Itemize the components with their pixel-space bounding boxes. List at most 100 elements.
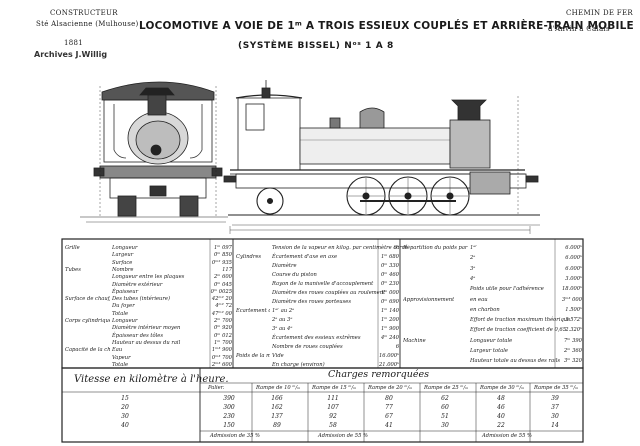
charges-cell: 92 bbox=[329, 413, 337, 420]
spec-mid-label: Diamètre des roues couplées au roulement bbox=[272, 290, 386, 296]
spec-right-group: Machine bbox=[403, 337, 426, 344]
spec-left-value: 1ᵐ³ 900 bbox=[211, 347, 232, 354]
spec-right-group: Approvisionnement bbox=[403, 296, 455, 303]
charges-admission: Admission de 55 % bbox=[482, 433, 532, 439]
charges-cell: 107 bbox=[327, 404, 339, 411]
spec-left-label: Diamètre extérieur bbox=[112, 281, 163, 288]
charges-cell: 60 bbox=[441, 404, 449, 411]
spec-right-label: Effort de traction coefficient de 0,65 bbox=[470, 327, 566, 334]
spec-left-group: Capacité de la chaudière bbox=[65, 347, 110, 354]
charges-cell: 30 bbox=[441, 422, 449, 429]
charges-cell: 39 bbox=[551, 395, 559, 402]
maker-label: CONSTRUCTEUR bbox=[50, 9, 118, 17]
spec-right-value: 6.000ᵏ bbox=[565, 245, 582, 251]
spec-left-label: Longueur entre les plaques bbox=[112, 274, 185, 281]
spec-right-value: 3ᵐ 320 bbox=[563, 358, 582, 365]
spec-left-label: Épaisseur des tôles bbox=[112, 332, 164, 339]
spec-mid-value: 0ᵐ 330 bbox=[380, 263, 399, 269]
spec-right-value: 1.500ᵏ bbox=[565, 306, 582, 313]
spec-right-value: 6.000ᵏ bbox=[565, 265, 582, 272]
spec-right-label: Hauteur totale au dessus des rails bbox=[470, 358, 561, 365]
side-elevation bbox=[223, 80, 540, 234]
spec-mid-value: 0ᵐ 690 bbox=[380, 299, 399, 305]
spec-left-value: 0ᵐ 850 bbox=[213, 252, 232, 259]
spec-left-value: 1ᵐ 700 bbox=[213, 339, 232, 346]
spec-left-label: Totale bbox=[112, 310, 129, 317]
charges-cell: 77 bbox=[385, 404, 393, 411]
spec-mid-value: 0ᵐ 460 bbox=[380, 272, 399, 278]
charges-col-header: Rampe de 15 ᵐ/ₘ bbox=[312, 385, 357, 391]
spec-left-label: Des tubes (intérieure) bbox=[112, 296, 170, 303]
charges-col-header: Rampe de 30 ᵐ/ₘ bbox=[480, 385, 525, 391]
spec-left-label: Longueur bbox=[112, 245, 138, 251]
charges-cell: 166 bbox=[271, 395, 283, 402]
spec-left-value: 42ᵐ² 20 bbox=[211, 296, 232, 303]
charges-cell: 67 bbox=[385, 413, 393, 420]
charges-cell: 40 bbox=[497, 413, 505, 420]
spec-right-value: 6.000ᵏ bbox=[565, 255, 582, 262]
railway-label: CHEMIN DE FER bbox=[566, 9, 633, 17]
spec-right-label: Effort de traction maximum théorique bbox=[470, 317, 571, 324]
spec-left-label: Nombre bbox=[112, 266, 134, 273]
spec-left-value: 47ᵐ² 00 bbox=[211, 310, 232, 317]
spec-left-label: Diamètre intérieur moyen bbox=[112, 325, 181, 332]
charges-table-frame bbox=[61, 367, 584, 443]
spec-mid-value: 4ᵐ 240 bbox=[380, 335, 399, 341]
charges-cell: 37 bbox=[551, 404, 559, 411]
charges-col-header: Rampe de 10 ᵐ/ₘ bbox=[256, 385, 301, 391]
charges-cell: 46 bbox=[497, 404, 505, 411]
spec-mid-value: 1ᵐ 680 bbox=[380, 254, 399, 260]
spec-right-value: 18.000ᵏ bbox=[561, 286, 582, 293]
spec-right-label: 4ᵉ bbox=[470, 275, 476, 282]
railway-name: d'Anvin à Calais bbox=[548, 25, 610, 33]
charges-cell: 162 bbox=[271, 404, 283, 411]
spec-right-value: 3.000ᵏ bbox=[565, 275, 582, 282]
spec-left-label: Vapeur bbox=[112, 354, 131, 361]
charges-cell: 300 bbox=[223, 404, 235, 411]
charges-admission: Admission de 55 % bbox=[318, 433, 368, 439]
spec-right-value: 2ᵐ 360 bbox=[563, 348, 582, 354]
spec-left-value: 2ᵐ 600 bbox=[213, 274, 232, 281]
charges-cell: 41 bbox=[385, 422, 393, 429]
spec-mid-label: Tension de la vapeur en kilog. par centi… bbox=[272, 245, 408, 251]
spec-left-value: 0ᵐ 012 bbox=[213, 332, 232, 339]
charges-cell: 58 bbox=[329, 422, 337, 429]
charges-cell: 89 bbox=[273, 422, 281, 429]
spec-mid-label: 2ᵉ au 3ᵉ bbox=[272, 317, 293, 323]
spec-mid-label: 1ᵉʳ au 2ᵉ bbox=[272, 308, 295, 314]
spec-mid-value: 6 bbox=[395, 344, 399, 350]
charges-cell: 14 bbox=[551, 422, 559, 429]
spec-left-value: 4ᵐ² 72 bbox=[215, 303, 232, 310]
spec-right-label: 2ᵉ bbox=[470, 255, 476, 262]
speed-value: 40 bbox=[121, 422, 129, 429]
speed-title: Vitesse en kilomètre à l'heure. bbox=[74, 374, 229, 385]
spec-right-label: Poids utile pour l'adhérence bbox=[470, 286, 544, 293]
charges-cell: 62 bbox=[441, 395, 449, 402]
spec-right-label: en charbon bbox=[470, 306, 500, 313]
spec-mid-value: 16.000ᵏ bbox=[378, 353, 399, 359]
build-year: 1881 bbox=[64, 39, 84, 47]
spec-right-value: 7ᵐ 390 bbox=[563, 337, 582, 344]
charges-cell: 51 bbox=[441, 413, 449, 420]
page-subtitle: (SYSTÈME BISSEL) Nᵒˢ 1 A 8 bbox=[238, 41, 394, 51]
spec-mid-value: 1ᵐ 000 bbox=[380, 290, 399, 296]
spec-mid-label: Diamètre bbox=[272, 263, 297, 269]
spec-left-label: Hauteur au dessus du rail bbox=[112, 339, 181, 346]
spec-left-value: 117 bbox=[222, 266, 232, 273]
charges-col-header: Rampe de 25 ᵐ/ₘ bbox=[424, 385, 469, 391]
charges-cell: 30 bbox=[551, 413, 559, 420]
spec-right-label: 3ᵉ bbox=[470, 265, 476, 272]
spec-left-label: Longueur bbox=[112, 318, 138, 324]
archive-credit: Archives J.Willig bbox=[34, 50, 108, 59]
spec-right-value: 3.572ᵏ bbox=[565, 317, 582, 324]
speed-value: 30 bbox=[121, 413, 129, 420]
speed-value: 20 bbox=[121, 404, 129, 411]
spec-left-group: Corps cylindrique de la chaudière bbox=[65, 318, 110, 324]
spec-left-value: 2ᵐ 700 bbox=[213, 318, 232, 324]
spec-left-value: 0ᵐ 920 bbox=[213, 325, 232, 332]
spec-mid-label: Vide bbox=[272, 353, 284, 359]
charges-cell: 22 bbox=[497, 422, 505, 429]
spec-left-label: Totale bbox=[112, 361, 129, 368]
spec-left-label: Surface bbox=[112, 259, 133, 266]
